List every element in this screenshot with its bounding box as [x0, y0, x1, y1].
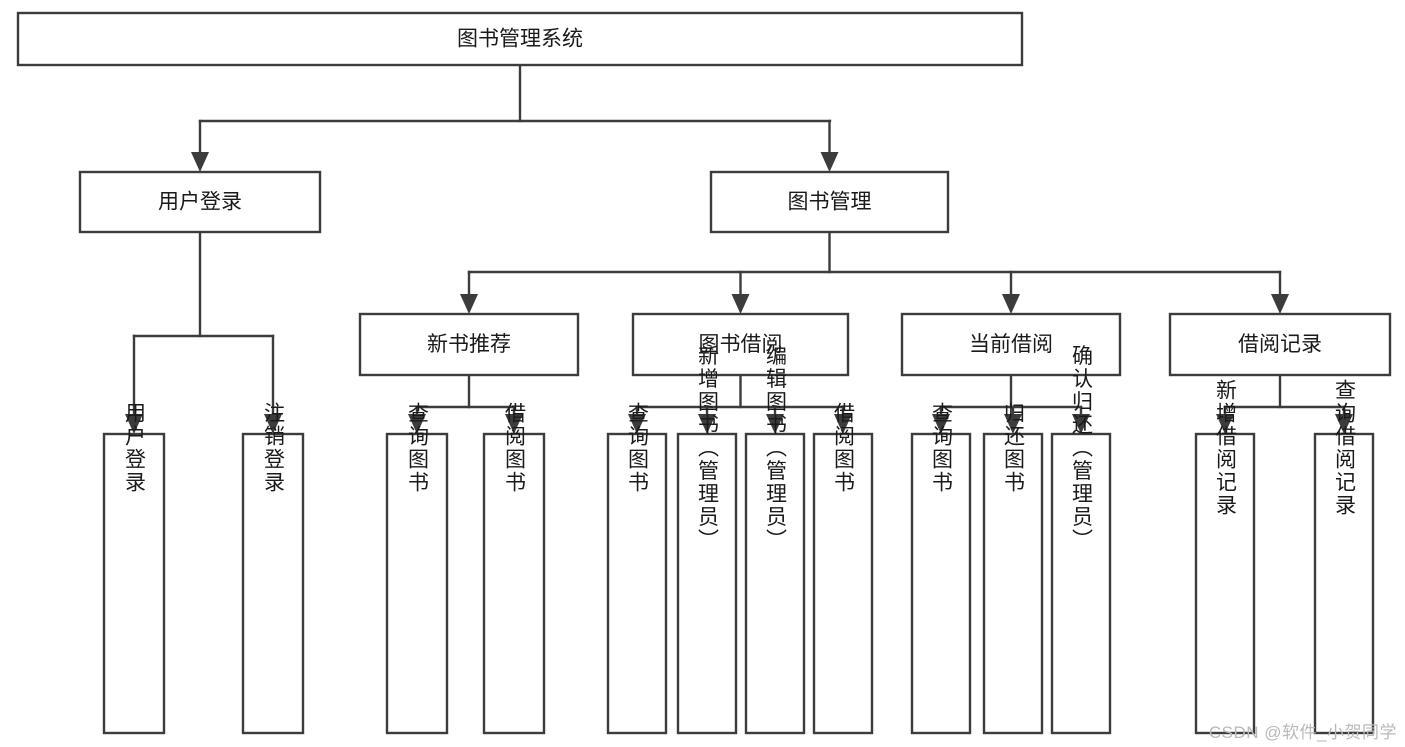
- node-box: [241, 432, 305, 735]
- arrow-head-icon: [834, 414, 852, 434]
- arrow-head-icon: [820, 152, 839, 172]
- node-bookmgmt[interactable]: 图书管理: [709, 170, 950, 234]
- arrow-head-icon: [698, 414, 716, 434]
- node-borrow[interactable]: 图书借阅: [631, 312, 850, 377]
- node-label: 新书推荐: [427, 333, 511, 356]
- arrow-head-icon: [1002, 294, 1020, 314]
- node-box: [358, 312, 580, 377]
- node-box: [606, 432, 668, 735]
- arrow-head-icon: [1271, 294, 1289, 314]
- node-l_query1[interactable]: 查询图书: [385, 402, 449, 735]
- node-root[interactable]: 图书管理系统: [16, 11, 1024, 67]
- node-label: 借阅图书: [832, 402, 856, 494]
- node-login[interactable]: 用户登录: [78, 170, 322, 234]
- node-label: 用户登录: [123, 402, 147, 494]
- node-label: 查询图书: [930, 402, 954, 494]
- node-box: [1168, 312, 1392, 377]
- arrow-head-icon: [505, 414, 523, 434]
- arrow-head-icon: [191, 152, 209, 172]
- node-label: 新增图书（管理员）: [696, 345, 720, 552]
- node-label: 查询图书: [406, 402, 430, 494]
- node-box: [709, 170, 950, 234]
- arrow-head-icon: [1216, 414, 1234, 434]
- watermark-text: CSDN @软件_小贺同学: [1208, 723, 1397, 742]
- node-l_borrow2[interactable]: 借阅图书: [812, 402, 874, 735]
- node-box: [1050, 432, 1112, 735]
- node-label: 查询图书: [626, 402, 650, 494]
- node-label: 借阅图书: [503, 402, 527, 494]
- node-current[interactable]: 当前借阅: [900, 312, 1122, 377]
- node-l_add[interactable]: 新增图书（管理员）: [676, 345, 738, 735]
- node-newbook[interactable]: 新书推荐: [358, 312, 580, 377]
- node-label: 确认归还（管理员）: [1070, 345, 1094, 552]
- node-label: 图书管理系统: [457, 28, 583, 51]
- node-box: [102, 432, 166, 735]
- node-label: 编辑图书（管理员）: [764, 345, 788, 552]
- node-l_return[interactable]: 归还图书: [982, 402, 1044, 735]
- node-box: [982, 432, 1044, 735]
- arrow-head-icon: [264, 414, 282, 434]
- node-l_login[interactable]: 用户登录: [102, 402, 166, 735]
- node-label: 借阅记录: [1238, 333, 1322, 356]
- node-label: 新增借阅记录: [1214, 379, 1238, 517]
- node-box: [78, 170, 322, 234]
- arrow-head-icon: [408, 414, 426, 434]
- node-box: [676, 432, 738, 735]
- arrow-head-icon: [1335, 414, 1353, 434]
- arrow-head-icon: [766, 414, 784, 434]
- node-label: 当前借阅: [969, 333, 1053, 356]
- arrow-head-icon: [731, 294, 750, 314]
- node-box: [482, 432, 546, 735]
- node-box: [1194, 432, 1256, 735]
- arrow-head-icon: [628, 414, 646, 434]
- node-label: 查询借阅记录: [1333, 379, 1357, 517]
- node-records[interactable]: 借阅记录: [1168, 312, 1392, 377]
- node-label: 用户登录: [158, 191, 242, 214]
- node-box: [744, 432, 806, 735]
- arrow-head-icon: [1004, 414, 1022, 434]
- node-l_query2[interactable]: 查询图书: [606, 402, 668, 735]
- node-l_addrec[interactable]: 新增借阅记录: [1194, 379, 1256, 735]
- node-box: [812, 432, 874, 735]
- node-l_queryrec[interactable]: 查询借阅记录: [1313, 379, 1375, 735]
- node-l_query3[interactable]: 查询图书: [910, 402, 972, 735]
- arrow-head-icon: [932, 414, 950, 434]
- node-box: [16, 11, 1024, 67]
- node-l_confirm[interactable]: 确认归还（管理员）: [1050, 345, 1112, 735]
- node-l_edit[interactable]: 编辑图书（管理员）: [744, 345, 806, 735]
- arrow-head-icon: [125, 414, 143, 434]
- node-box: [900, 312, 1122, 377]
- node-label: 图书借阅: [699, 333, 783, 356]
- node-l_logout[interactable]: 注销登录: [241, 402, 305, 735]
- connector-layer: [125, 63, 1353, 434]
- node-label: 注销登录: [262, 402, 286, 494]
- node-box: [910, 432, 972, 735]
- node-label: 归还图书: [1002, 402, 1026, 494]
- node-l_borrow1[interactable]: 借阅图书: [482, 402, 546, 735]
- node-layer: 图书管理系统用户登录图书管理新书推荐图书借阅当前借阅借阅记录用户登录注销登录查询…: [16, 11, 1392, 735]
- node-box: [385, 432, 449, 735]
- node-box: [1313, 432, 1375, 735]
- arrow-head-icon: [460, 294, 478, 314]
- node-box: [631, 312, 850, 377]
- node-label: 图书管理: [788, 191, 872, 214]
- arrow-head-icon: [1072, 414, 1090, 434]
